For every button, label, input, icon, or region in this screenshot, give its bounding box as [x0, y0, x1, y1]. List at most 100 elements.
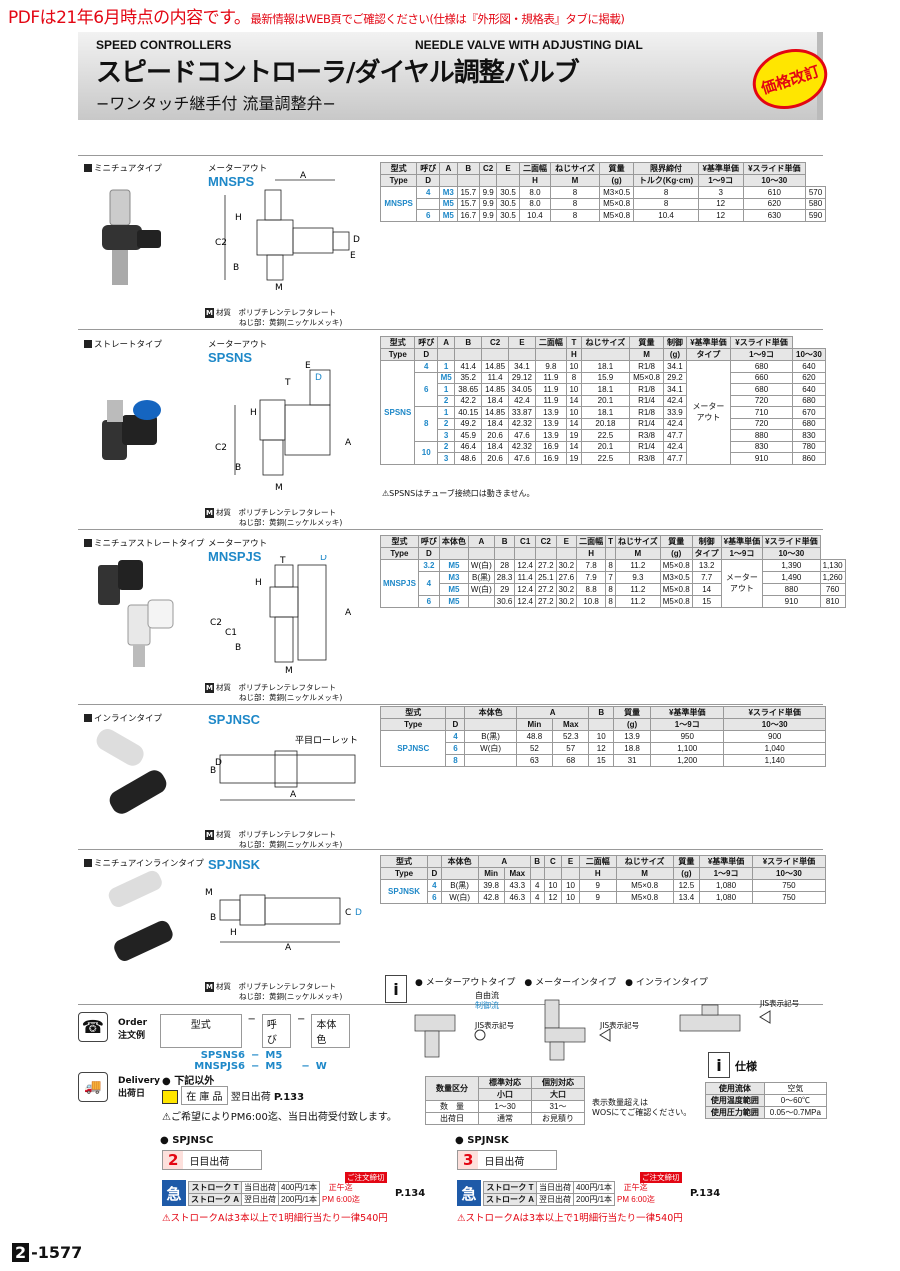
page-ref: P.134	[690, 1188, 721, 1199]
meter-out-label: メーターアウト	[208, 164, 268, 174]
stroke-note: ⚠ストロークAは3本以上で1明細行当たり一律540円	[162, 1213, 388, 1224]
delivery-block-title: ● SPJNSK	[455, 1135, 509, 1146]
svg-text:E: E	[305, 361, 311, 371]
svg-text:M: M	[275, 283, 283, 293]
table-row: 使用流体空気	[705, 1082, 828, 1095]
section-spsns	[78, 330, 823, 530]
pdf-notice: PDFは21年6月時点の内容です。最新情報はWEB頁でご確認ください(仕様は『外…	[8, 8, 625, 28]
svg-text:H: H	[255, 578, 262, 588]
page-subtitle: −ワンタッチ継手付 流量調整弁−	[96, 94, 336, 113]
section-title: ミニチュアタイプ	[84, 162, 162, 174]
delivery-except: ● 下記以外	[162, 1076, 215, 1087]
info-icon: i	[385, 975, 407, 1003]
product-photo	[108, 870, 173, 961]
product-code: SPJNSC	[208, 712, 261, 727]
free-flow-label: 自由流	[475, 991, 499, 1000]
svg-text:H: H	[230, 928, 237, 938]
svg-text:C2: C2	[210, 618, 222, 628]
section-title: ミニチュアインラインタイプ	[84, 857, 204, 869]
express-icon: 急	[457, 1180, 481, 1206]
svg-text:B: B	[235, 643, 241, 653]
svg-text:A: A	[345, 438, 352, 448]
product-code: SPJNSK	[208, 857, 261, 872]
svg-text:M: M	[205, 888, 213, 898]
svg-text:B: B	[235, 463, 241, 473]
order-cutoff-badge: ご注文締切	[345, 1172, 387, 1183]
svg-text:平目ローレット: 平目ローレット	[295, 735, 358, 746]
table-row: 出荷日通常お見積り	[425, 1112, 585, 1125]
page-title: スピードコントローラ/ダイヤル調整バルブ	[96, 58, 580, 88]
info-icon: i	[708, 1052, 730, 1078]
stroke-note: ⚠ストロークAは3本以上で1明細行当たり一律540円	[457, 1213, 683, 1224]
box-icon	[162, 1090, 178, 1104]
svg-text:T: T	[279, 556, 286, 566]
product-code: SPSNS	[208, 350, 253, 365]
svg-text:D: D	[315, 373, 322, 383]
svg-text:E: E	[350, 251, 356, 261]
svg-text:B: B	[210, 913, 216, 923]
flow-diagrams	[414, 999, 771, 1061]
phone-icon: ☎	[78, 1012, 108, 1042]
svg-text:M: M	[285, 666, 293, 676]
svg-text:C2: C2	[215, 443, 227, 453]
meter-out-label: メーターアウト	[208, 340, 268, 350]
svg-text:D: D	[215, 758, 222, 768]
eng-title-left: SPEED CONTROLLERS	[96, 38, 232, 52]
svg-text:D: D	[353, 235, 360, 245]
svg-text:A: A	[285, 943, 292, 953]
page-ref: P.134	[395, 1188, 426, 1199]
stock-row: 在 庫 品 翌日出荷 P.133	[162, 1086, 304, 1105]
product-code: MNSPJS	[208, 549, 262, 564]
svg-text:D: D	[355, 908, 362, 918]
product-photo	[102, 400, 161, 460]
page-number: 2-1577	[12, 1243, 84, 1262]
svg-text:C1: C1	[225, 628, 237, 638]
jis-label: JIS表示記号	[475, 1021, 515, 1030]
title-band	[78, 32, 823, 120]
svg-text:T: T	[284, 378, 291, 388]
spec-title: 仕様	[735, 1060, 757, 1073]
svg-text:B: B	[233, 263, 239, 273]
section-title: ミニチュアストレートタイプ	[84, 537, 204, 549]
product-photo	[98, 560, 174, 667]
section-mnsps	[78, 155, 823, 330]
truck-icon: 🚚	[78, 1072, 108, 1102]
delivery-block-title: ● SPJNSC	[160, 1135, 214, 1146]
product-code: MNSPS	[208, 174, 255, 189]
section-spjnsc	[78, 705, 823, 850]
product-photo	[96, 729, 167, 814]
